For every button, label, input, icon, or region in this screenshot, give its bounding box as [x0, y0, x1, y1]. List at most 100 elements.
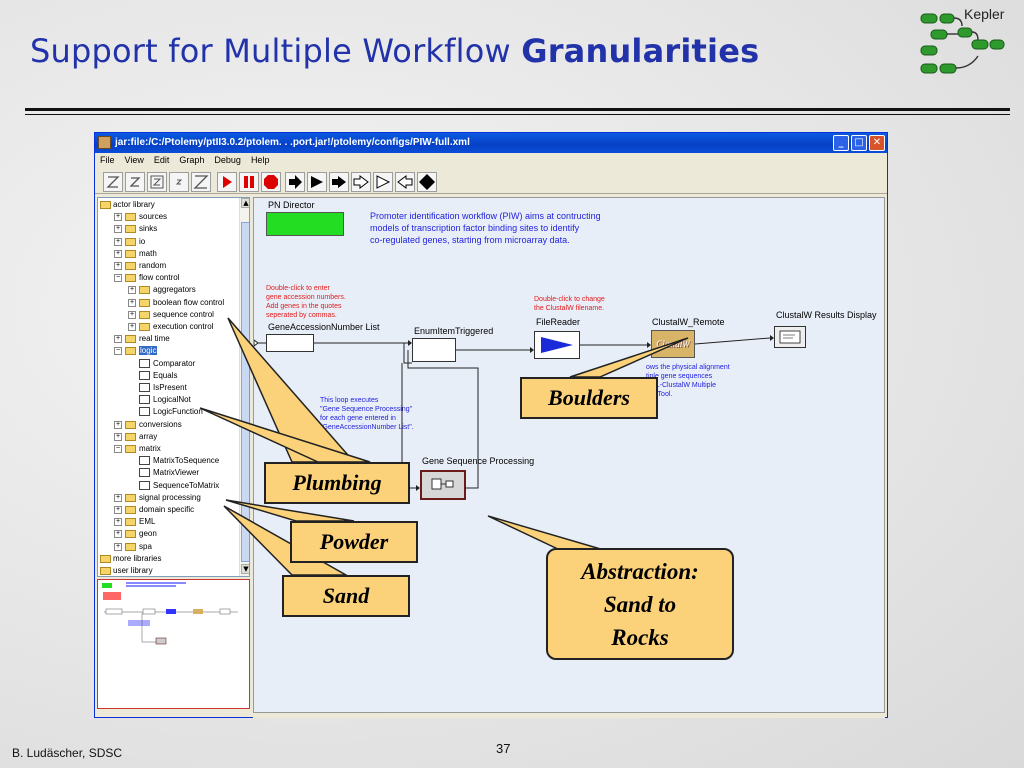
- new-input-port-button[interactable]: [307, 172, 327, 192]
- enum-item-triggered-actor[interactable]: [412, 338, 456, 362]
- tree-actor-item[interactable]: LogicFunction: [98, 406, 238, 418]
- menu-graph[interactable]: Graph: [179, 155, 205, 165]
- zoom-reset-button[interactable]: [103, 172, 123, 192]
- stop-button[interactable]: [261, 172, 281, 192]
- flag-icon: [311, 176, 323, 188]
- tree-scrollbar[interactable]: ▲ ▼: [239, 198, 249, 576]
- new-output-port-button[interactable]: [329, 172, 349, 192]
- maximize-button[interactable]: □: [851, 135, 867, 151]
- tree-folder-item[interactable]: +real time: [98, 333, 238, 345]
- tree-folder-item[interactable]: +math: [98, 248, 238, 260]
- tree-actor-item[interactable]: IsPresent: [98, 382, 238, 394]
- zoom-full-button[interactable]: [147, 172, 167, 192]
- expand-icon[interactable]: +: [114, 213, 122, 222]
- new-port-button[interactable]: [285, 172, 305, 192]
- scroll-thumb[interactable]: [241, 222, 249, 562]
- close-button[interactable]: ✕: [869, 135, 885, 151]
- tree-folder-item[interactable]: +io: [98, 236, 238, 248]
- pn-director[interactable]: [266, 212, 344, 236]
- menu-help[interactable]: Help: [250, 155, 270, 165]
- actor-icon: [139, 407, 150, 417]
- folder-icon: [125, 445, 136, 453]
- tree-folder-item[interactable]: +aggregators: [98, 284, 238, 296]
- callout-boulders: Boulders: [520, 377, 658, 419]
- tree-item-label: logic: [139, 346, 158, 356]
- expand-icon[interactable]: +: [114, 335, 122, 344]
- tree-actor-item[interactable]: LogicalNot: [98, 394, 238, 406]
- expand-icon[interactable]: +: [114, 493, 122, 502]
- tree-folder-item[interactable]: +array: [98, 431, 238, 443]
- minimize-button[interactable]: _: [833, 135, 849, 151]
- expand-icon[interactable]: +: [114, 506, 122, 514]
- expand-icon[interactable]: +: [128, 286, 136, 295]
- tree-folder-item[interactable]: actor library: [98, 199, 238, 211]
- folder-icon: [125, 213, 136, 222]
- tree-folder-item[interactable]: +random: [98, 260, 238, 272]
- expand-icon[interactable]: +: [114, 249, 122, 258]
- collapse-icon[interactable]: −: [114, 274, 122, 283]
- expand-icon[interactable]: +: [128, 323, 136, 331]
- window-titlebar[interactable]: jar:file:/C:/Ptolemy/ptII3.0.2/ptolem. .…: [95, 133, 887, 153]
- new-multiport-button[interactable]: [373, 172, 393, 192]
- tree-folder-item[interactable]: +domain specific: [98, 504, 238, 516]
- expand-icon[interactable]: +: [114, 518, 122, 527]
- expand-icon[interactable]: +: [114, 225, 122, 234]
- menu-view[interactable]: View: [124, 155, 144, 165]
- tree-folder-item[interactable]: +boolean flow control: [98, 297, 238, 309]
- tree-folder-item[interactable]: +signal processing: [98, 492, 238, 504]
- tree-item-label: actor library: [113, 200, 155, 209]
- tree-folder-item[interactable]: +sequence control: [98, 309, 238, 321]
- tree-folder-item[interactable]: more libraries: [98, 553, 238, 565]
- tree-folder-item[interactable]: +sources: [98, 211, 238, 223]
- workflow-description: Promoter identification workflow (PIW) a…: [370, 211, 601, 245]
- gene-seq-composite-actor[interactable]: [420, 470, 466, 500]
- menu-file[interactable]: File: [100, 155, 115, 165]
- note-clustal-filename: Double-click to change the ClustalW file…: [534, 296, 605, 312]
- new-inout-port-button[interactable]: [351, 172, 371, 192]
- zoom-in-button[interactable]: [191, 172, 211, 192]
- tree-folder-item[interactable]: − logic: [98, 345, 238, 357]
- new-diamond-button[interactable]: [417, 172, 437, 192]
- expand-icon[interactable]: +: [114, 262, 122, 270]
- tree-item-label: sinks: [139, 224, 158, 234]
- zoom-reset-icon: [106, 176, 120, 188]
- tree-actor-item[interactable]: MatrixViewer: [98, 467, 238, 479]
- tree-folder-item[interactable]: + sinks: [98, 223, 238, 235]
- graph-overview[interactable]: [97, 579, 250, 709]
- scroll-down-icon[interactable]: ▼: [241, 564, 249, 574]
- tree-folder-item[interactable]: −matrix: [98, 443, 238, 455]
- tree-actor-item[interactable]: SequenceToMatrix: [98, 480, 238, 492]
- expand-icon[interactable]: +: [128, 298, 136, 307]
- folder-icon: [139, 323, 150, 331]
- expand-icon[interactable]: +: [114, 237, 122, 246]
- expand-icon[interactable]: +: [114, 530, 122, 539]
- scroll-up-icon[interactable]: ▲: [241, 198, 249, 208]
- menu-edit[interactable]: Edit: [153, 155, 170, 165]
- expand-icon[interactable]: +: [114, 542, 122, 551]
- tree-actor-item[interactable]: MatrixToSequence: [98, 455, 238, 467]
- menu-debug[interactable]: Debug: [214, 155, 241, 165]
- tree-folder-item[interactable]: +geon: [98, 528, 238, 540]
- tree-folder-item[interactable]: −flow control: [98, 272, 238, 284]
- tree-actor-item[interactable]: Comparator: [98, 358, 238, 370]
- zoom-out-button[interactable]: [169, 172, 189, 192]
- tree-actor-item[interactable]: Equals: [98, 370, 238, 382]
- collapse-icon[interactable]: −: [114, 445, 122, 453]
- tree-folder-item[interactable]: +EML: [98, 516, 238, 528]
- expand-icon[interactable]: +: [114, 420, 122, 429]
- tree-item-label: Comparator: [153, 358, 196, 368]
- pause-button[interactable]: [239, 172, 259, 192]
- library-tree: actor library+sources+sinks+io+math+rand…: [97, 197, 250, 577]
- run-button[interactable]: [217, 172, 237, 192]
- tree-folder-item[interactable]: +conversions: [98, 419, 238, 431]
- zoom-fit-button[interactable]: [125, 172, 145, 192]
- new-relation-button[interactable]: [395, 172, 415, 192]
- expand-icon[interactable]: +: [128, 310, 136, 319]
- expand-icon[interactable]: +: [114, 432, 122, 441]
- clustal-display-actor[interactable]: [774, 326, 806, 348]
- app-icon[interactable]: [98, 136, 111, 149]
- tree-folder-item[interactable]: +execution control: [98, 321, 238, 333]
- tree-folder-item[interactable]: +spa: [98, 541, 238, 553]
- collapse-icon[interactable]: −: [114, 347, 122, 356]
- tree-folder-item[interactable]: user library: [98, 565, 238, 576]
